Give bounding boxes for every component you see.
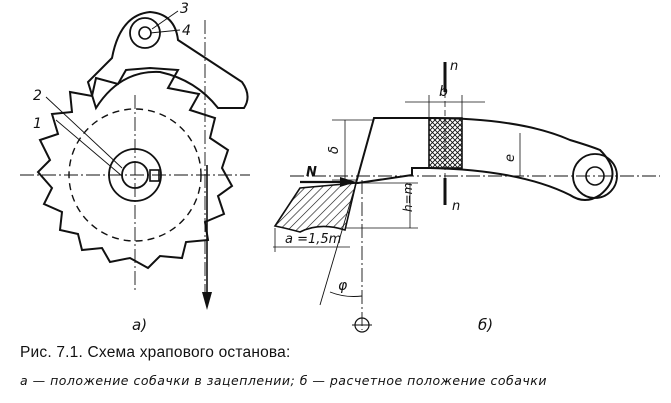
pawl [86, 10, 249, 111]
callout-2: 2 [33, 88, 42, 104]
dim-b: b [439, 84, 448, 100]
ratchet-tooth [273, 182, 358, 233]
sublabel-a: а) [132, 316, 147, 334]
callout-3: 3 [180, 1, 189, 17]
ratchet-diagram: 1 2 3 4 а) [20, 1, 660, 334]
figure-caption-title: Рис. 7.1. Схема храпового останова: [20, 344, 291, 361]
section-label-top: n [450, 59, 458, 74]
callout-1: 1 [33, 116, 42, 132]
dim-e: e [503, 154, 518, 162]
ratchet-wheel [36, 66, 234, 270]
ratchet-view-a [20, 10, 250, 310]
key [149, 169, 160, 182]
pawl-arm [354, 117, 614, 201]
pawl-calc-view-b [273, 62, 660, 333]
section-label-bottom: n [452, 199, 460, 214]
dim-delta: δ [327, 146, 342, 154]
angle-phi: φ [338, 278, 348, 294]
pawl-pivot-inner [138, 26, 152, 40]
callout-4: 4 [182, 23, 191, 39]
dim-h: h=m [401, 183, 415, 212]
dim-a: a =1,5m [285, 232, 341, 247]
pawl-pivot-outer [129, 17, 161, 49]
sublabel-b: б) [478, 316, 493, 334]
figure-caption-legend: а — положение собачки в зацеплении; б — … [20, 373, 547, 388]
force-n: N [306, 165, 317, 180]
section-hatch [428, 117, 463, 169]
